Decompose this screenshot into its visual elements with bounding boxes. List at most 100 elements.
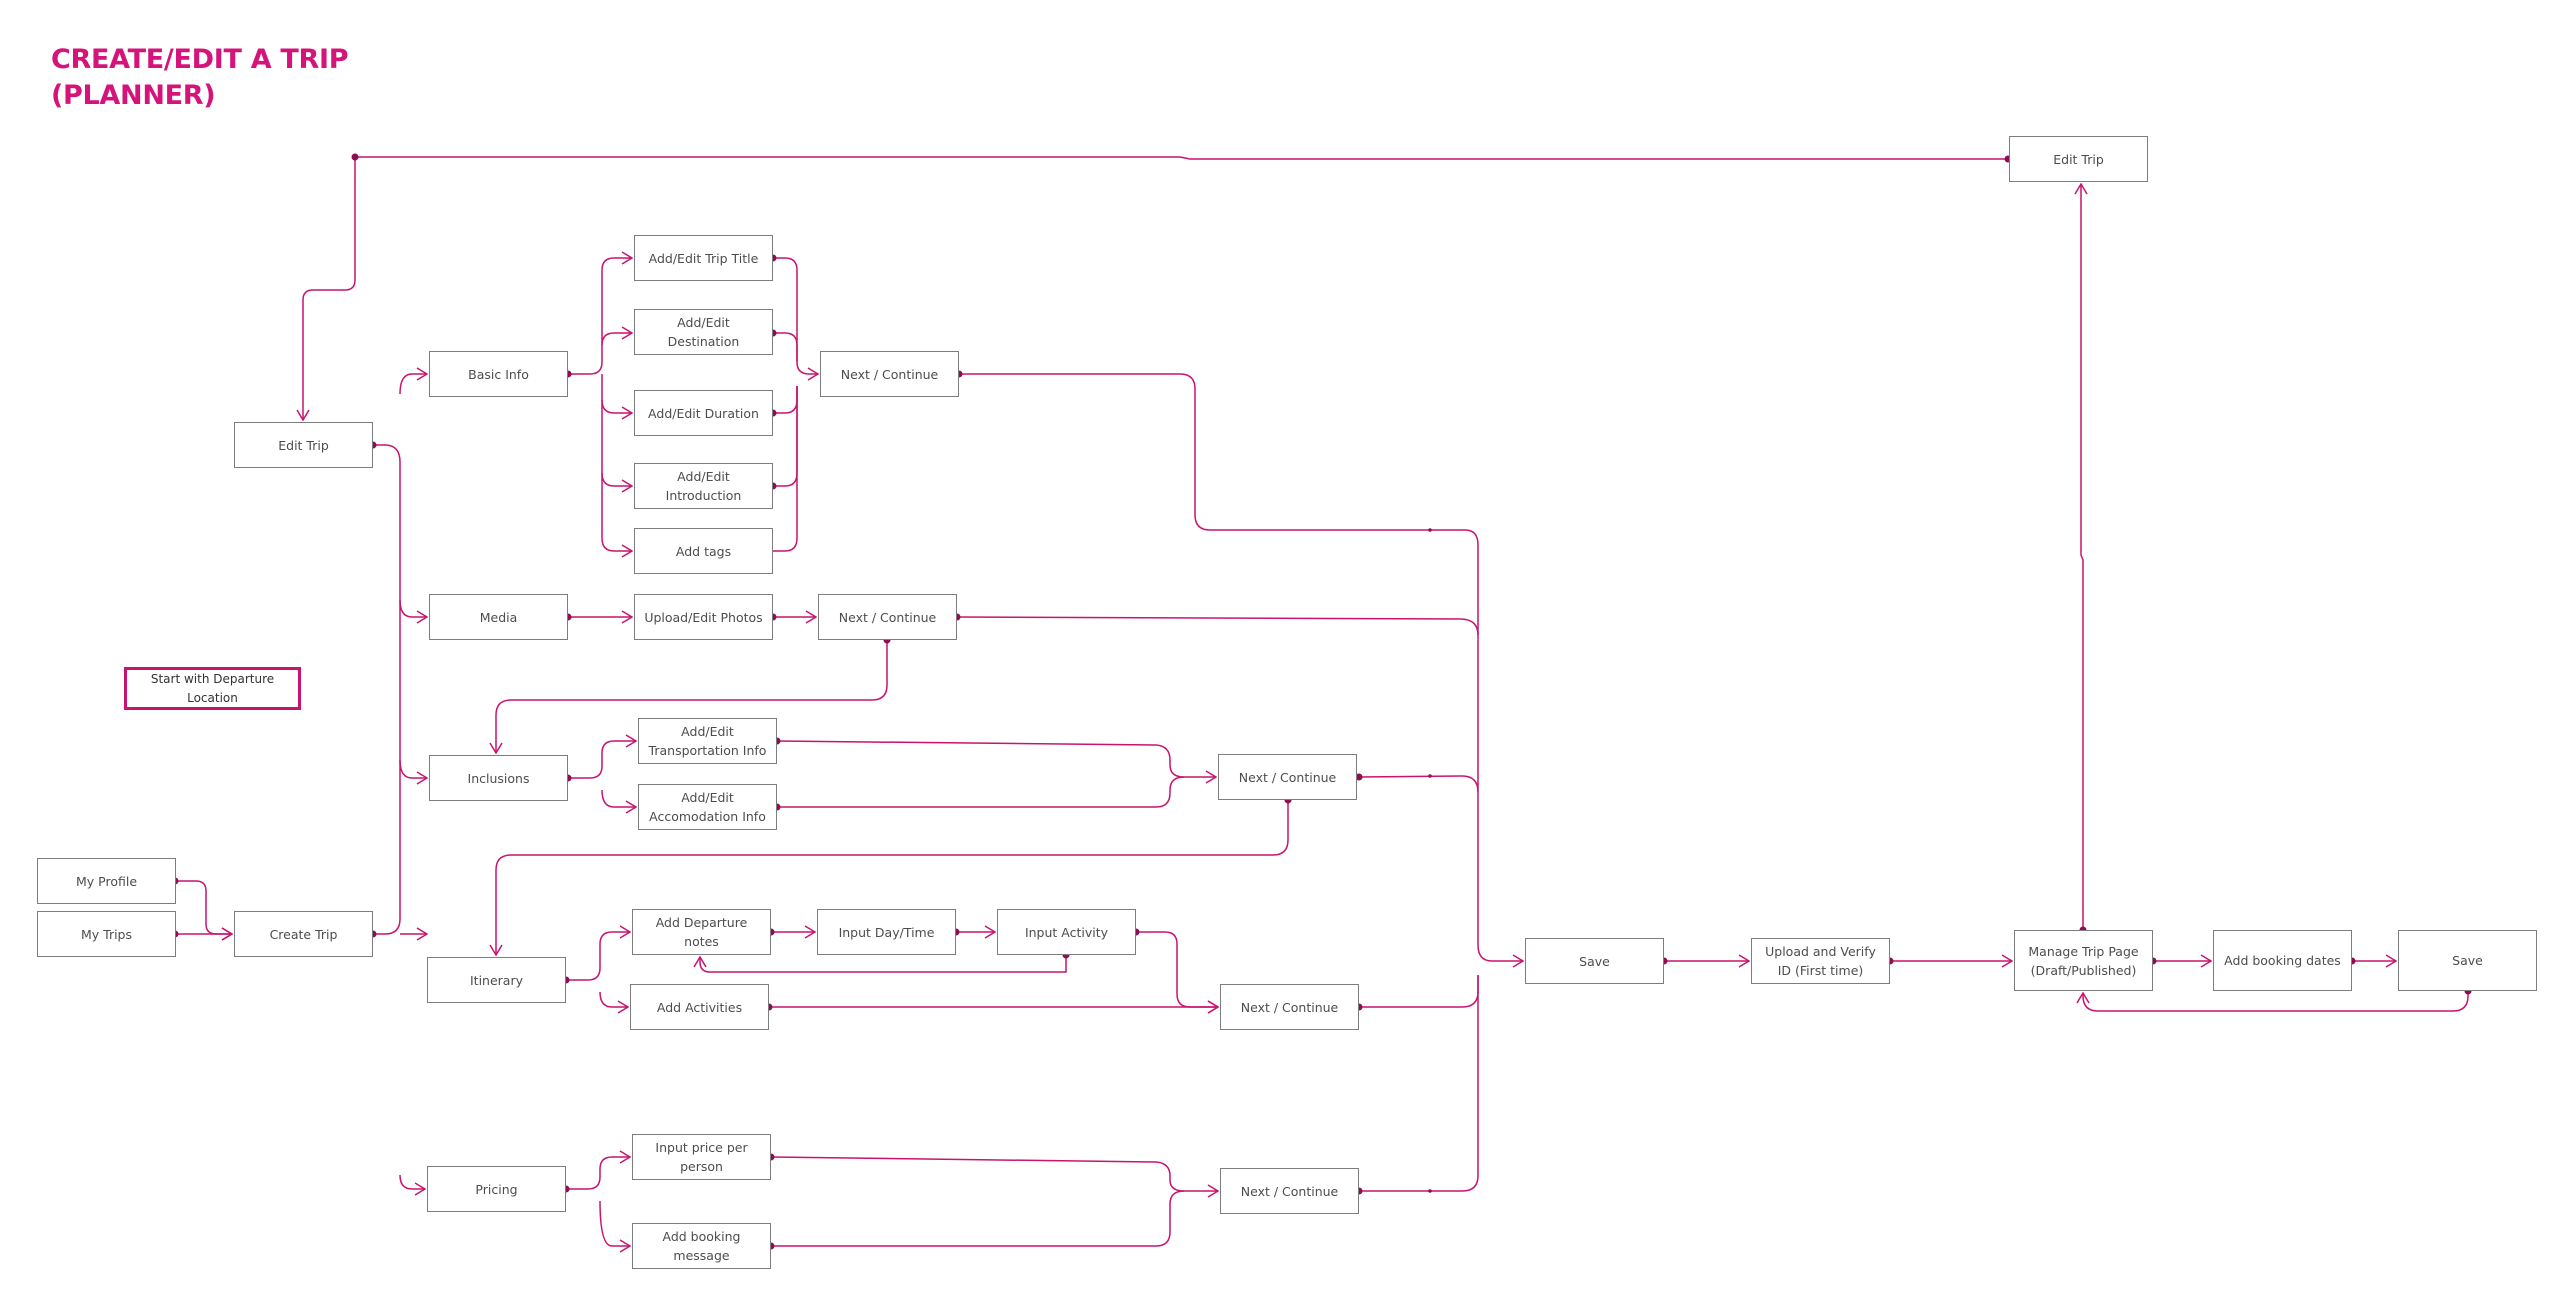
departure-notes-node-line-2: notes (684, 934, 719, 949)
connector-11 (601, 333, 632, 346)
basic-info-node: Basic Info (429, 351, 568, 397)
connector-32 (700, 955, 1067, 973)
activities-node: Add Activities (630, 984, 769, 1030)
title-line-1: CREATE/EDIT A TRIP (51, 44, 349, 75)
next-continue-basic-node: Next / Continue (820, 351, 959, 397)
connector-15 (773, 257, 818, 374)
my-trips-node: My Trips (37, 911, 176, 957)
manage-trip-page-node: Manage Trip Page (Draft/Published) (2014, 930, 2153, 991)
tags-node: Add tags (634, 528, 773, 574)
destination-node-line-1: Add/Edit (677, 315, 730, 330)
introduction-node-line-1: Add/Edit (677, 469, 730, 484)
booking-message-node-label: Add booking message (663, 1227, 741, 1265)
price-node-line-2: person (680, 1159, 723, 1174)
upload-verify-id-node-line-1: Upload and Verify (1765, 944, 1876, 959)
connector-23 (568, 741, 636, 779)
connector-49 (2081, 184, 2083, 930)
booking-message-node-line-1: Add booking (662, 1229, 741, 1244)
connector-35 (566, 1157, 630, 1190)
connector-43 (1359, 975, 1479, 1192)
connector-6 (399, 599, 427, 617)
next-continue-media-node: Next / Continue (818, 594, 957, 640)
connector-16 (773, 332, 798, 362)
edit-trip-top-node: Edit Trip (2009, 136, 2148, 182)
destination-node-line-2: Destination (667, 334, 740, 349)
connector-27 (496, 800, 1289, 955)
transportation-node-line-2: Transportation Info (648, 743, 767, 758)
connector-2 (175, 880, 232, 934)
connector-25 (776, 740, 1216, 777)
upload-verify-id-node: Upload and Verify ID (First time) (1751, 938, 1890, 984)
manage-trip-page-node-line-2: (Draft/Published) (2030, 962, 2137, 978)
connector-48 (2083, 991, 2469, 1012)
pricing-node: Pricing (427, 1166, 566, 1212)
departure-notes-node-label: Add Departure notes (656, 913, 748, 951)
save-final-node: Save (2398, 930, 2537, 991)
price-node-line-1: Input price per (655, 1140, 748, 1155)
connector-42 (1359, 975, 1479, 1008)
next-continue-itinerary-node: Next / Continue (1220, 984, 1359, 1030)
departure-notes-node-line-1: Add Departure (655, 915, 748, 930)
connector-40 (956, 616, 1479, 636)
connector-37 (770, 1156, 1218, 1191)
connector-5 (399, 374, 427, 395)
next-continue-pricing-node: Next / Continue (1220, 1168, 1359, 1214)
connector-12 (601, 399, 632, 413)
connector-1 (303, 156, 2008, 420)
upload-verify-id-node-line-2: ID (First time) (1777, 963, 1864, 978)
price-node-label: Input price per person (655, 1138, 747, 1176)
transportation-node-line-1: Add/Edit (681, 724, 734, 739)
connector-33 (1136, 931, 1218, 1007)
title-line-2: (PLANNER) (51, 80, 216, 111)
connector-13 (601, 472, 632, 486)
activity-node: Input Activity (997, 909, 1136, 955)
next-continue-inclusions-node: Next / Continue (1218, 754, 1357, 800)
connector-36 (599, 1200, 630, 1246)
departure-notes-node: Add Departure notes (632, 909, 771, 955)
connector-18 (773, 386, 798, 487)
trip-title-node: Add/Edit Trip Title (634, 235, 773, 281)
connector-29 (599, 991, 628, 1007)
connector-17 (773, 386, 798, 414)
connector-dot (351, 153, 359, 161)
accommodation-node-line-1: Add/Edit (681, 790, 734, 805)
connector-39 (959, 373, 1523, 961)
booking-message-node-line-2: message (673, 1248, 730, 1263)
edit-trip-node: Edit Trip (234, 422, 373, 468)
connector-41 (1358, 775, 1479, 793)
connector-28 (566, 932, 630, 981)
connector-9 (399, 1174, 425, 1189)
introduction-node-line-2: Introduction (665, 488, 742, 503)
connector-4 (373, 444, 401, 935)
price-node: Input price per person (632, 1134, 771, 1180)
accommodation-node-line-2: Accomodation Info (649, 809, 766, 824)
inclusions-node: Inclusions (429, 755, 568, 801)
media-node: Media (429, 594, 568, 640)
junction-dot (1428, 774, 1432, 778)
connector-38 (771, 1190, 1185, 1247)
itinerary-node: Itinerary (427, 957, 566, 1003)
connector-7 (399, 759, 427, 778)
junction-dot (1428, 528, 1432, 532)
connector-26 (777, 776, 1185, 808)
booking-dates-node: Add booking dates (2213, 930, 2352, 991)
day-time-node: Input Day/Time (817, 909, 956, 955)
duration-node: Add/Edit Duration (634, 390, 773, 436)
save-node: Save (1525, 938, 1664, 984)
diagram-title: CREATE/EDIT A TRIP (PLANNER) (51, 42, 349, 114)
upload-photos-node: Upload/Edit Photos (634, 594, 773, 640)
manage-trip-page-node-line-1: Manage Trip Page (2028, 943, 2139, 959)
connector-14 (601, 374, 632, 551)
connector-24 (601, 789, 636, 807)
connector-22 (496, 640, 888, 753)
connector-19 (757, 386, 798, 552)
